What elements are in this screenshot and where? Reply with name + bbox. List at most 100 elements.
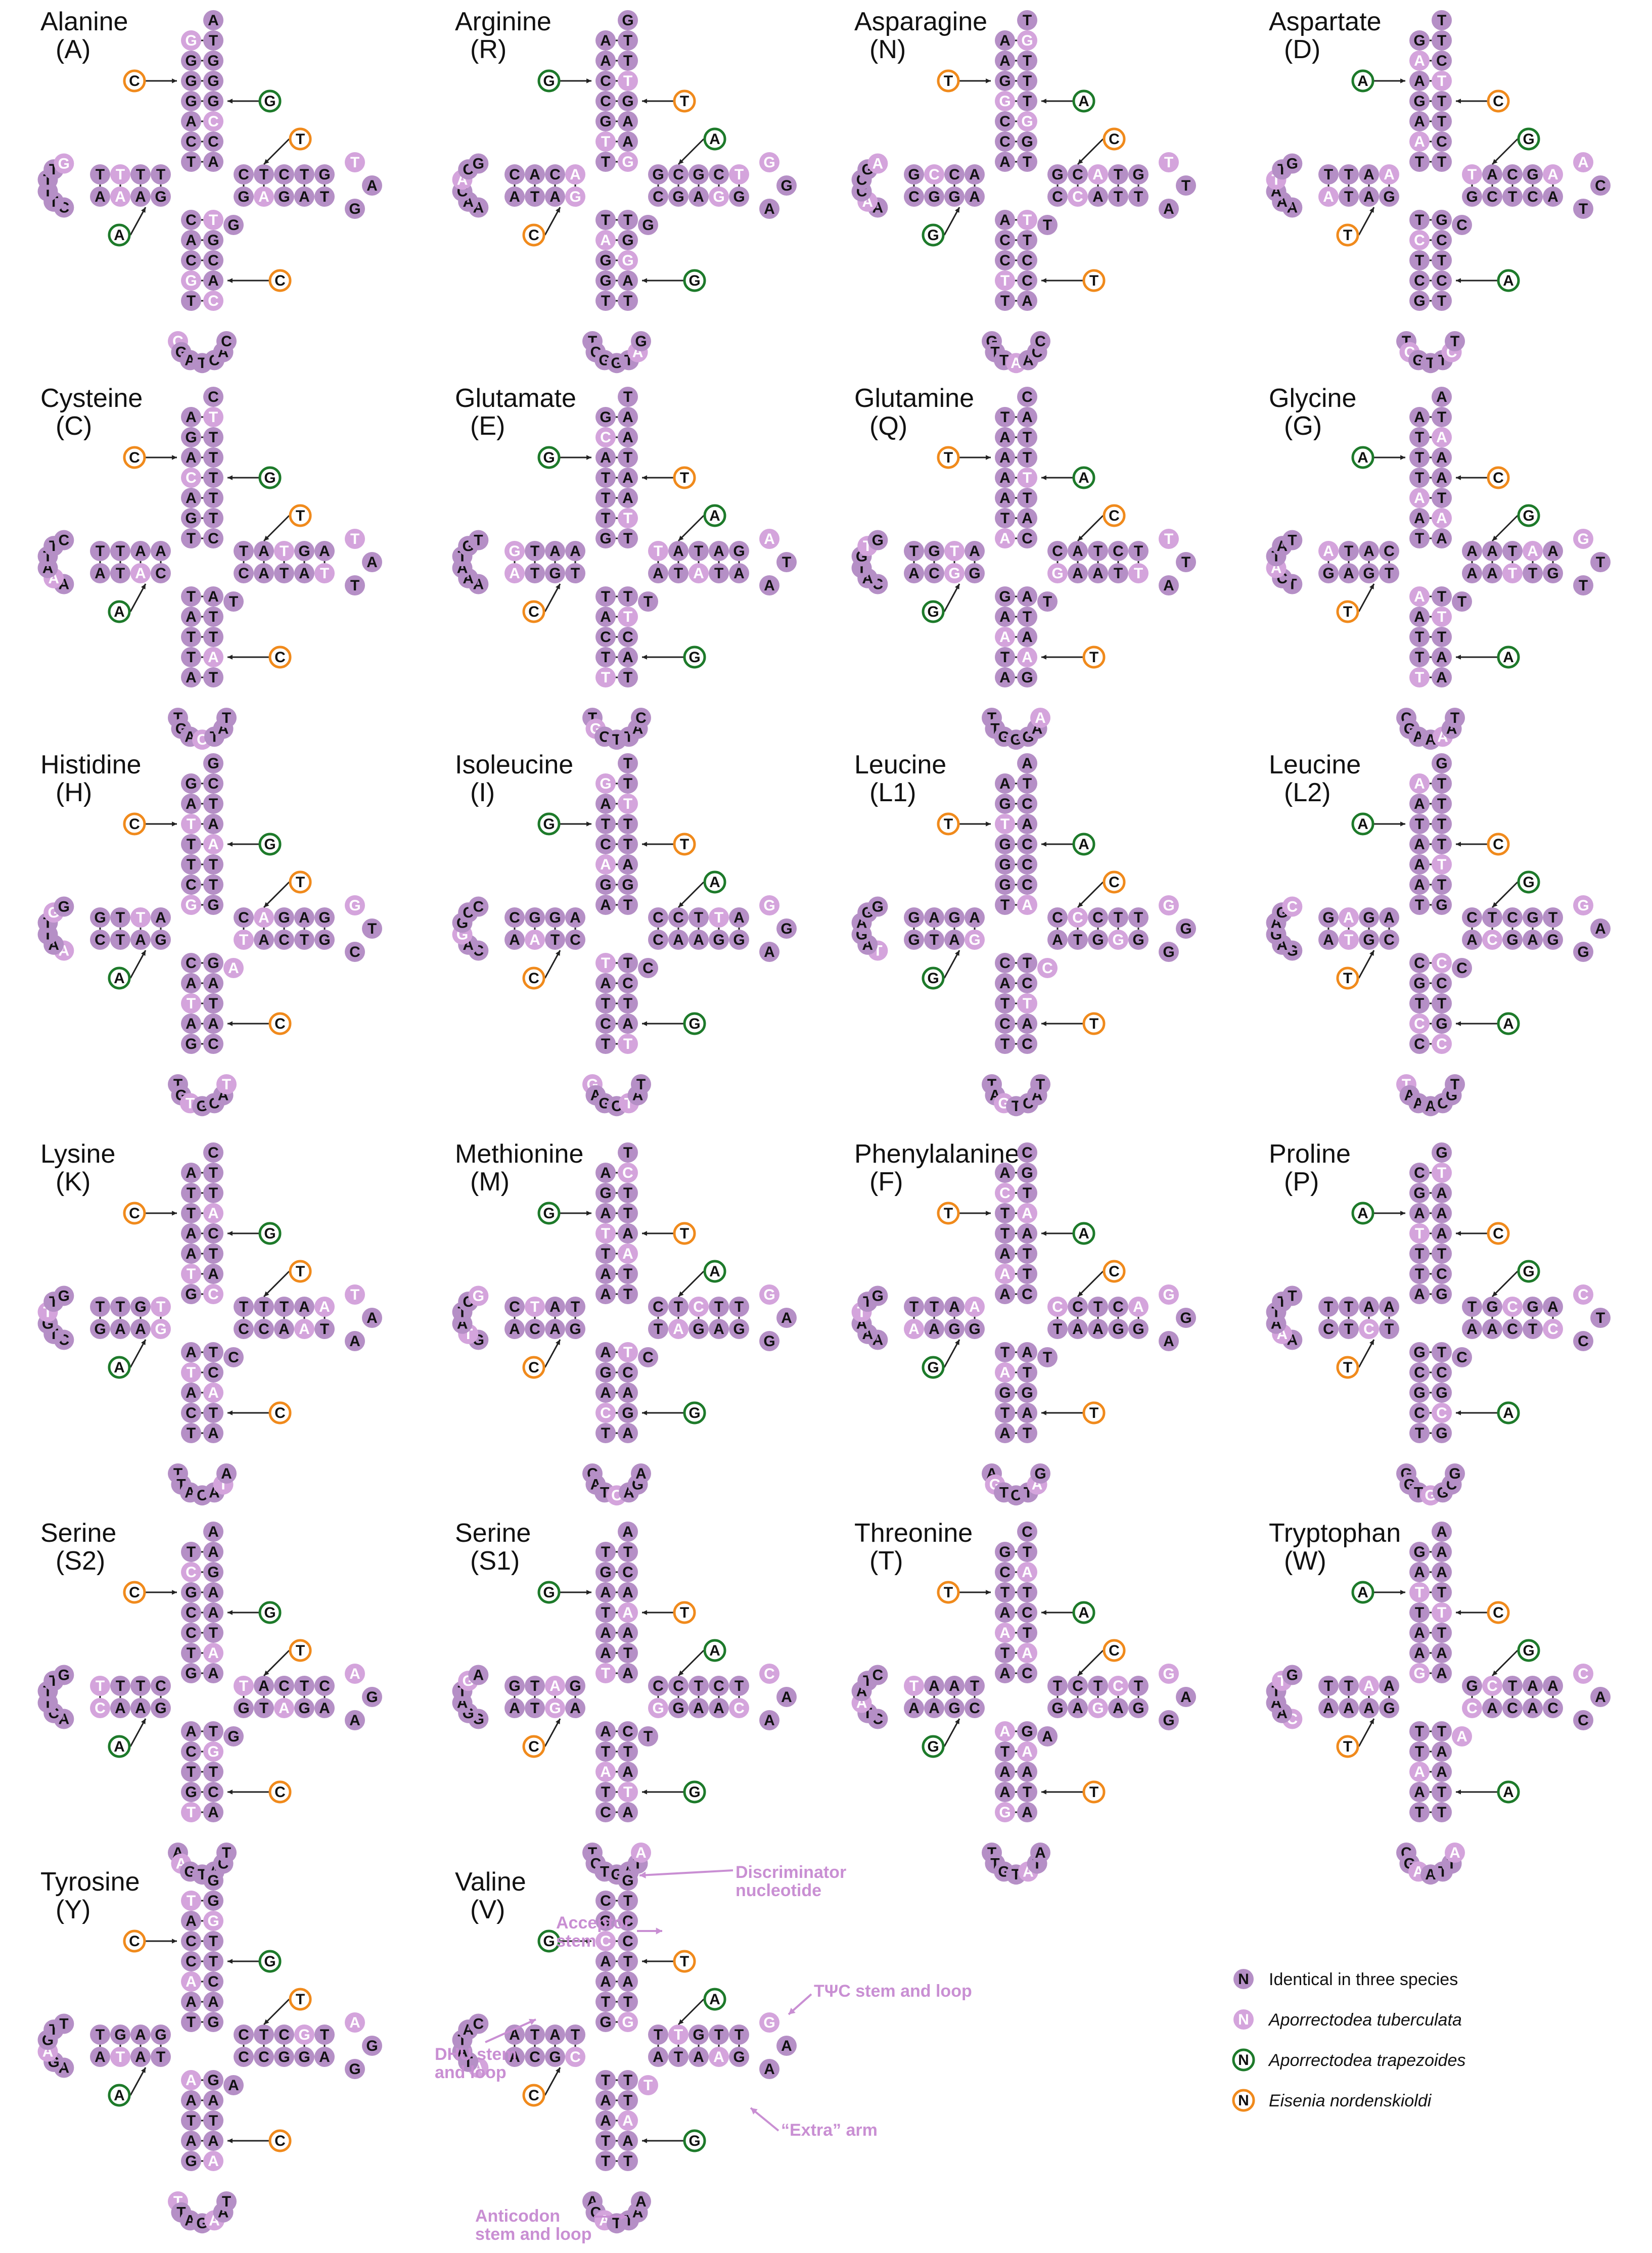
d-loop-nucleotide: C: [1282, 896, 1303, 917]
nucleotide-letter: T: [1415, 1604, 1424, 1621]
acceptor-stem-3prime: T: [618, 1643, 638, 1663]
anticodon-stem-3prime: A: [1017, 647, 1037, 667]
nucleotide-letter: T: [296, 131, 305, 148]
acceptor-stem-3prime: A: [618, 488, 638, 508]
t-stem-bottom: T: [1502, 187, 1523, 207]
anticodon-stem-3prime: T: [1432, 291, 1452, 311]
nucleotide-letter: T: [1000, 409, 1009, 426]
nucleotide-letter: C: [129, 73, 140, 89]
t-stem-bottom: C: [1543, 1698, 1563, 1718]
acceptor-stem-3prime: T: [618, 1542, 638, 1562]
nucleotide-letter: G: [1577, 531, 1589, 547]
nucleotide-circle: [668, 164, 689, 185]
variant-trapezoides: G: [258, 1222, 282, 1245]
nucleotide-letter: T: [1023, 1544, 1032, 1560]
nucleotide-letter: A: [1487, 1700, 1498, 1717]
variable-arm-nucleotide: C: [638, 1347, 658, 1367]
anticodon-stem-3prime: T: [203, 1762, 223, 1782]
acceptor-stem-5prime: G: [995, 71, 1015, 91]
variant-nordenskioldi: T: [289, 1639, 312, 1662]
nucleotide-letter: G: [1021, 1723, 1033, 1740]
nucleotide-letter: C: [1109, 1263, 1120, 1280]
acceptor-stem-5prime: T: [595, 131, 616, 152]
t-stem-bottom: G: [1088, 1698, 1108, 1718]
acceptor-stem-5prime: A: [995, 1284, 1015, 1304]
acceptor-stem-5prime: A: [181, 794, 201, 814]
nucleotide-letter: A: [999, 669, 1011, 686]
acceptor-stem-5prime: C: [995, 1183, 1015, 1203]
nucleotide-letter: T: [1000, 816, 1009, 833]
acceptor-stem-3prime: G: [618, 91, 638, 111]
nucleotide-letter: T: [300, 932, 309, 948]
d-loop-nucleotide: T: [1282, 530, 1303, 550]
acceptor-stem-3prime: T: [1017, 152, 1037, 172]
acceptor-stem-5prime: A: [1409, 1643, 1430, 1663]
acceptor-stem-3prime: C: [1432, 1264, 1452, 1284]
nucleotide-letter: T: [654, 2027, 663, 2043]
nucleotide-letter: A: [1466, 1321, 1478, 1338]
nucleotide-letter: T: [623, 1544, 632, 1560]
nucleotide-letter: A: [1436, 449, 1447, 466]
nucleotide-letter: T: [1343, 604, 1352, 620]
anticodon-stem-5prime: T: [181, 291, 201, 311]
d-stem-bottom: T: [525, 1698, 545, 1718]
d-stem-bottom: A: [130, 1319, 151, 1339]
t-stem-bottom: G: [1543, 930, 1563, 950]
variant-trapezoides: G: [258, 1601, 282, 1624]
d-stem-bottom: A: [504, 930, 525, 950]
anticodon-stem-3prime: C: [1017, 973, 1037, 993]
nucleotide-letter: T: [601, 1784, 610, 1801]
variant-nordenskioldi: T: [1082, 646, 1106, 669]
t-stem-bottom: G: [1047, 1698, 1068, 1718]
nucleotide-letter: G: [622, 877, 633, 893]
t-stem-top: T: [1088, 1297, 1108, 1317]
nucleotide-letter: A: [1163, 577, 1174, 594]
d-stem-bottom: G: [965, 930, 985, 950]
t-stem-top: A: [1523, 1676, 1543, 1696]
anticodon-loop-nucleotide: A: [1445, 1843, 1465, 1863]
nucleotide-letter: A: [1072, 1700, 1083, 1717]
t-loop-nucleotide: G: [345, 895, 365, 915]
nucleotide-circle: [618, 30, 638, 51]
nucleotide-letter: A: [600, 2112, 611, 2129]
nucleotide-letter: A: [155, 543, 166, 560]
anticodon-stem-3prime: C: [618, 1362, 638, 1383]
nucleotide-letter: T: [209, 409, 218, 426]
anticodon-stem-3prime: C: [1432, 1403, 1452, 1423]
acceptor-stem-5prime: A: [995, 51, 1015, 71]
nucleotide-letter: C: [186, 1743, 197, 1760]
t-stem-top: G: [1482, 1297, 1502, 1317]
nucleotide-letter: G: [543, 449, 555, 466]
variant-nordenskioldi: T: [289, 504, 312, 527]
nucleotide-letter: A: [622, 1016, 633, 1032]
nucleotide-letter: G: [155, 189, 166, 205]
nucleotide-letter: A: [186, 2092, 197, 2109]
acceptor-stem-5prime: T: [1409, 427, 1430, 447]
d-stem-bottom: T: [1339, 187, 1359, 207]
nucleotide-letter: A: [1113, 1700, 1124, 1717]
nucleotide-letter: G: [927, 970, 939, 987]
nucleotide-letter: T: [1343, 227, 1352, 244]
anticodon-stem-3prime: T: [203, 993, 223, 1014]
nucleotide-letter: C: [622, 629, 633, 646]
d-loop-nucleotide: G: [867, 1285, 888, 1306]
nucleotide-letter: A: [622, 1246, 633, 1262]
variable-arm-nucleotide: C: [1452, 215, 1472, 235]
variable-arm-nucleotide: C: [223, 1347, 244, 1367]
nucleotide-letter: A: [114, 2087, 125, 2104]
nucleotide-letter: C: [1022, 1665, 1033, 1682]
nucleotide-letter: A: [600, 975, 611, 992]
nucleotide-circle: [618, 152, 638, 172]
t-stem-bottom: A: [254, 930, 274, 950]
acceptor-stem-3prime: A: [1432, 1643, 1452, 1663]
nucleotide-letter: A: [186, 1973, 197, 1990]
nucleotide-letter: A: [999, 429, 1011, 446]
nucleotide-letter: T: [623, 1205, 632, 1222]
nucleotide-letter: T: [1415, 897, 1424, 913]
t-stem-top: T: [1088, 1676, 1108, 1696]
nucleotide-letter: C: [186, 470, 197, 486]
nucleotide-letter: T: [1415, 429, 1424, 446]
acceptor-stem-3prime: T: [203, 508, 223, 528]
